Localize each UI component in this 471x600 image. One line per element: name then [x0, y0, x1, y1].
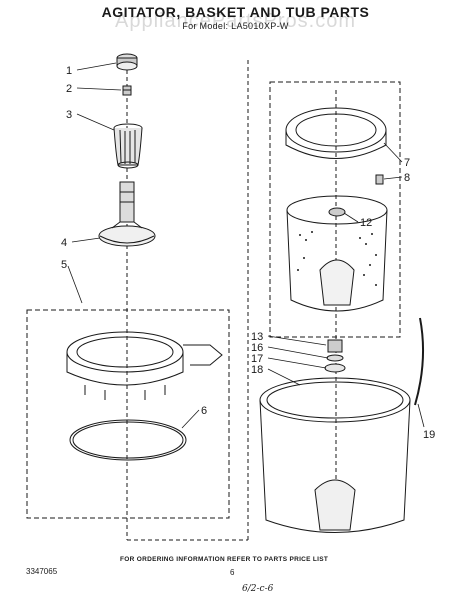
callout-4: 4 [61, 237, 67, 249]
callout-12: 12 [360, 217, 372, 229]
agitator-barrel-part [113, 123, 143, 169]
page-number: 6 [230, 568, 235, 577]
diagram-title: AGITATOR, BASKET AND TUB PARTS [101, 4, 370, 20]
callout-13: 13 [251, 331, 263, 343]
callout-3: 3 [66, 109, 72, 121]
callout-19: 19 [423, 429, 435, 441]
callout-7: 7 [404, 157, 410, 169]
outer-tub-part [259, 377, 411, 533]
callout-18: 18 [251, 364, 263, 376]
callout-8: 8 [404, 172, 410, 184]
tub-ring-part [66, 331, 223, 400]
hub-part [324, 339, 346, 373]
handwritten-note: 6/2-c-6 [242, 584, 274, 594]
callout-1: 1 [66, 65, 72, 77]
callout-5: 5 [61, 259, 67, 271]
ordering-info-note: FOR ORDERING INFORMATION REFER TO PARTS … [120, 556, 329, 563]
screw-part [375, 174, 384, 185]
diagram-subtitle: For Model: LA5010XP-W [182, 21, 289, 31]
seal-ring-part [69, 419, 187, 461]
watermark: AppliancePartsPros.com [115, 10, 356, 32]
callout-2: 2 [66, 83, 72, 95]
callout-6: 6 [201, 405, 207, 417]
basket-part [286, 195, 388, 312]
balance-ring-part [285, 107, 387, 159]
agitator-base-part [98, 181, 156, 247]
drain-hose-part [414, 317, 425, 406]
agitator-cap-part [116, 53, 138, 71]
basket-group-box [269, 81, 401, 338]
transmission-group-box [26, 309, 230, 519]
document-number: 3347065 [26, 567, 58, 576]
callout-17: 17 [251, 353, 263, 365]
callout-16: 16 [251, 342, 263, 354]
bolt-part [122, 85, 132, 96]
